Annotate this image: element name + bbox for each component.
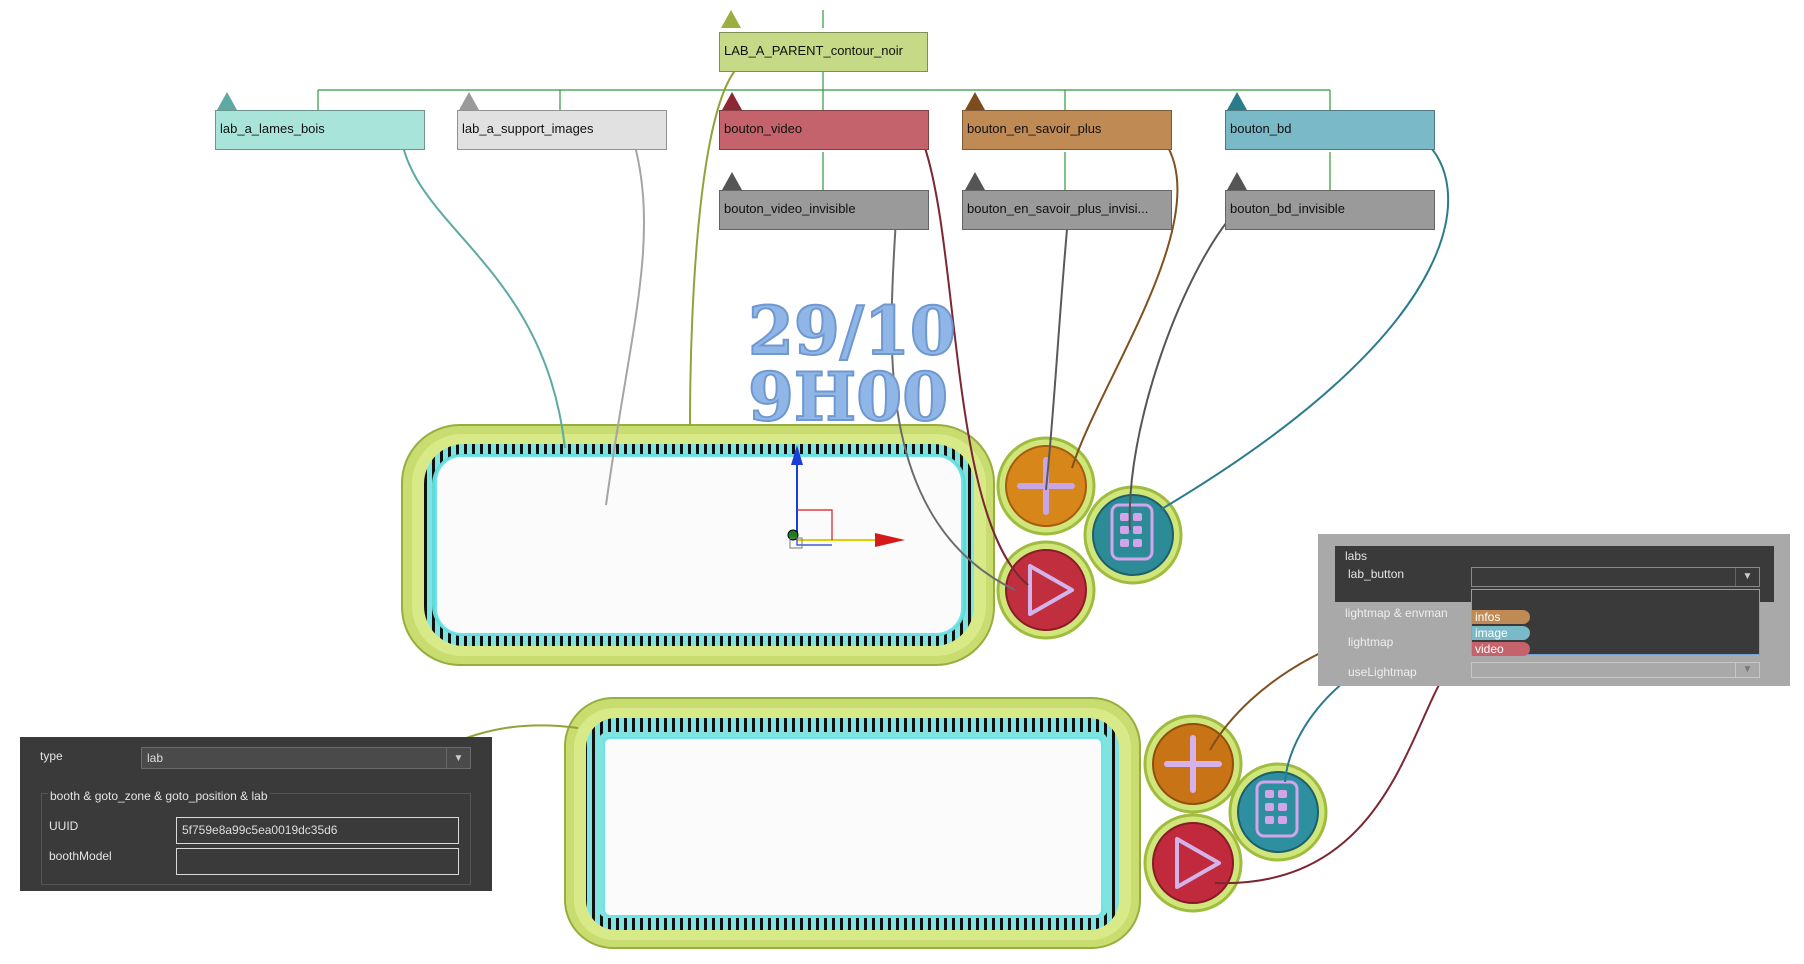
frame-top — [401, 424, 995, 666]
node-label: bouton_video_invisible — [724, 201, 856, 216]
booth-model-label: boothModel — [49, 849, 112, 863]
node-label: bouton_video — [724, 121, 803, 136]
chevron-down-icon[interactable]: ▼ — [446, 748, 470, 768]
lightmap-envmap-label: lightmap & envman — [1345, 606, 1448, 620]
lab-button-dropdown-list: infos image video — [1471, 589, 1760, 656]
lab-button-select[interactable]: ▼ — [1471, 567, 1760, 587]
date-text: 29/10 — [747, 292, 957, 370]
booth-model-field[interactable] — [176, 848, 459, 875]
node-label: bouton_bd — [1230, 121, 1292, 136]
bd-button-top — [1083, 485, 1183, 585]
use-lightmap-select[interactable]: ▼ — [1471, 662, 1760, 678]
type-label: type — [40, 749, 63, 763]
node-marker — [722, 172, 742, 190]
node-bouton-en-savoir-plus[interactable]: bouton_en_savoir_plus — [962, 110, 1172, 150]
transform-gizmo — [787, 445, 905, 549]
labs-panel: labs lab_button ▼ lightmap & envman ligh… — [1318, 534, 1790, 686]
chevron-down-icon[interactable]: ▼ — [1735, 568, 1759, 586]
plus-button-bottom — [1143, 714, 1243, 814]
parent-node-marker — [721, 10, 741, 28]
node-marker — [459, 92, 479, 110]
node-lab-a-support-images[interactable]: lab_a_support_images — [457, 110, 667, 150]
bd-button-bottom — [1228, 762, 1328, 862]
lightmap-label: lightmap — [1348, 635, 1394, 649]
option-video[interactable]: video — [1472, 642, 1530, 656]
hierarchy-links — [317, 10, 1331, 190]
group-title: booth & goto_zone & goto_position & lab — [48, 789, 270, 803]
node-bouton-bd-invisible[interactable]: bouton_bd_invisible — [1225, 190, 1435, 230]
node-label: lab_a_support_images — [462, 121, 594, 136]
type-select[interactable]: lab ▼ — [141, 747, 471, 769]
node-marker — [1227, 172, 1247, 190]
node-marker — [965, 92, 985, 110]
uuid-field[interactable]: 5f759e8a99c5ea0019dc35d6 — [176, 817, 459, 844]
node-label: bouton_en_savoir_plus — [967, 121, 1102, 136]
use-lightmap-label: useLightmap — [1348, 665, 1417, 679]
node-label: lab_a_lames_bois — [220, 121, 325, 136]
node-bouton-video[interactable]: bouton_video — [719, 110, 929, 150]
node-marker — [722, 92, 742, 110]
type-value: lab — [147, 751, 164, 765]
time-text: 9H00 — [747, 358, 949, 436]
option-image[interactable]: image — [1472, 626, 1530, 640]
lab-button-label: lab_button — [1348, 567, 1405, 581]
properties-panel: type lab ▼ booth & goto_zone & goto_posi… — [20, 737, 492, 891]
play-button-top — [996, 540, 1096, 640]
labs-title: labs — [1345, 549, 1368, 563]
frame-bottom — [564, 697, 1141, 949]
node-lab-a-parent[interactable]: LAB_A_PARENT_contour_noir — [719, 32, 928, 72]
play-button-bottom — [1143, 813, 1243, 913]
uuid-value: 5f759e8a99c5ea0019dc35d6 — [182, 823, 338, 837]
node-lab-a-lames-bois[interactable]: lab_a_lames_bois — [215, 110, 425, 150]
node-marker — [217, 92, 237, 110]
node-marker — [1227, 92, 1247, 110]
uuid-label: UUID — [49, 819, 79, 833]
option-infos[interactable]: infos — [1472, 610, 1530, 624]
chevron-down-icon[interactable]: ▼ — [1735, 663, 1759, 677]
node-marker — [965, 172, 985, 190]
node-label: bouton_en_savoir_plus_invisi... — [967, 201, 1149, 216]
node-label: LAB_A_PARENT_contour_noir — [724, 43, 903, 58]
node-label: bouton_bd_invisible — [1230, 201, 1345, 216]
node-bouton-en-savoir-plus-invisible[interactable]: bouton_en_savoir_plus_invisi... — [962, 190, 1172, 230]
node-bouton-bd[interactable]: bouton_bd — [1225, 110, 1435, 150]
node-bouton-video-invisible[interactable]: bouton_video_invisible — [719, 190, 929, 230]
